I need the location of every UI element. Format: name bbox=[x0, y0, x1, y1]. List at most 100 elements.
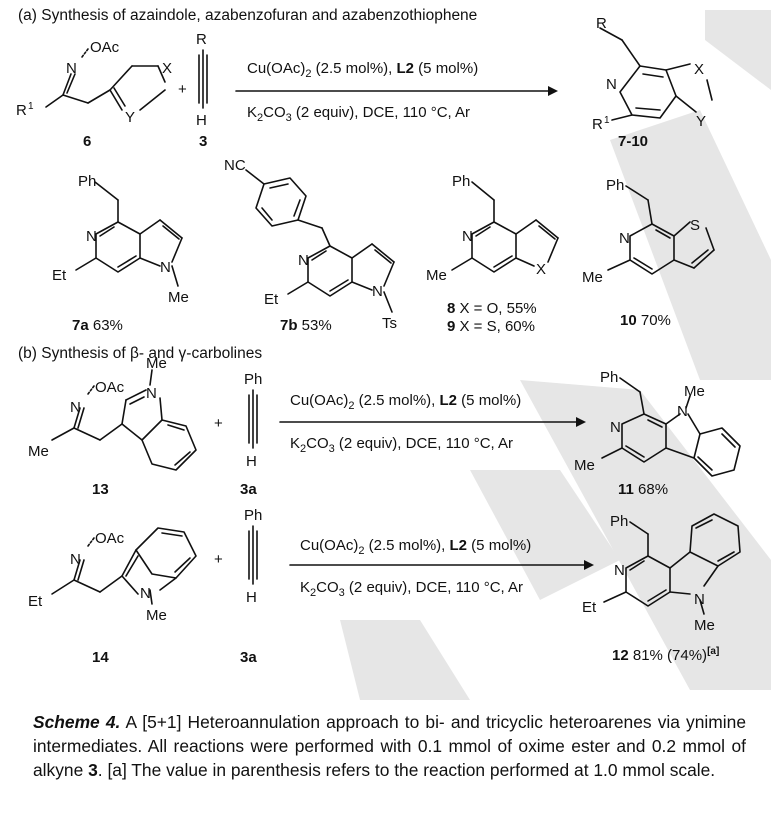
structure-8-9: Ph N X Me bbox=[426, 173, 559, 284]
atom-me: Me bbox=[28, 443, 49, 460]
compound-label-11: 11 68% bbox=[618, 481, 668, 498]
atom-ph: Ph bbox=[600, 369, 618, 386]
caption-note: . [a] The value in parenthesis refers to… bbox=[97, 760, 716, 780]
atom-et: Et bbox=[52, 267, 67, 284]
compound-label-3a: 3a bbox=[240, 649, 257, 666]
atom-n: N bbox=[610, 419, 621, 436]
plus-sign: + bbox=[214, 551, 223, 568]
atom-n: N bbox=[70, 399, 81, 416]
atom-n: N bbox=[619, 230, 630, 247]
scheme-caption: Scheme 4. A [5+1] Heteroannulation appro… bbox=[33, 710, 746, 782]
atom-n: N bbox=[298, 252, 309, 269]
atom-me: Me bbox=[146, 607, 167, 624]
atom-x: X bbox=[536, 261, 546, 278]
atom-me: Me bbox=[582, 269, 603, 286]
atom-x: X bbox=[162, 60, 172, 77]
structure-12: Ph N N Me Et bbox=[582, 513, 741, 634]
atom-n: N bbox=[614, 562, 625, 579]
atom-me: Me bbox=[574, 457, 595, 474]
conditions-catalyst: Cu(OAc)2 (2.5 mol%), L2 (5 mol%) bbox=[300, 537, 531, 557]
compound-label-7b: 7b 53% bbox=[280, 317, 332, 334]
caption-alkyne-ref: 3 bbox=[88, 760, 98, 780]
compound-label-7a: 7a 63% bbox=[72, 317, 123, 334]
reaction-arrow-b1 bbox=[279, 417, 586, 427]
atom-ph: Ph bbox=[610, 513, 628, 530]
plus-sign: + bbox=[178, 81, 187, 98]
watermark bbox=[340, 10, 771, 700]
structure-3: R H bbox=[196, 31, 208, 129]
atom-n: N bbox=[70, 551, 81, 568]
structure-7a: Ph N N Me Et bbox=[52, 173, 189, 306]
atom-h: H bbox=[246, 453, 257, 470]
atom-et: Et bbox=[264, 291, 279, 308]
atom-ph: Ph bbox=[78, 173, 96, 190]
atom-ts: Ts bbox=[382, 315, 397, 332]
structure-3a: Ph H bbox=[244, 371, 262, 470]
conditions-catalyst: Cu(OAc)2 (2.5 mol%), L2 (5 mol%) bbox=[290, 392, 521, 412]
atom-r1: R bbox=[592, 116, 603, 133]
structure-7-10: R N X Y R 1 bbox=[592, 15, 713, 133]
section-b-title: (b) Synthesis of β- and γ-carbolines bbox=[18, 345, 262, 362]
atom-oac: OAc bbox=[90, 39, 120, 56]
atom-r1-superscript: 1 bbox=[28, 101, 34, 112]
atom-h: H bbox=[246, 589, 257, 606]
structure-11: Ph N N Me Me bbox=[574, 369, 741, 477]
atom-et: Et bbox=[28, 593, 43, 610]
atom-me: Me bbox=[426, 267, 447, 284]
structure-7b: NC N N Ts Et bbox=[224, 157, 397, 332]
atom-r: R bbox=[596, 15, 607, 32]
atom-n: N bbox=[66, 60, 77, 77]
conditions-base: K2CO3 (2 equiv), DCE, 110 °C, Ar bbox=[300, 579, 523, 599]
compound-label-10: 10 70% bbox=[620, 312, 671, 329]
compound-label-14: 14 bbox=[92, 649, 109, 666]
atom-n: N bbox=[677, 403, 688, 420]
conditions-base: K2CO3 (2 equiv), DCE, 110 °C, Ar bbox=[290, 435, 513, 455]
atom-y: Y bbox=[696, 113, 706, 130]
atom-oac: OAc bbox=[95, 530, 125, 547]
atom-n: N bbox=[146, 385, 157, 402]
conditions-catalyst: Cu(OAc)2 (2.5 mol%), L2 (5 mol%) bbox=[247, 60, 478, 80]
caption-title: Scheme 4. bbox=[33, 712, 121, 732]
atom-x: X bbox=[694, 61, 704, 78]
structure-14: OAc N Et N Me bbox=[28, 527, 197, 624]
compound-label-12: 12 81% (74%)[a] bbox=[612, 646, 719, 664]
conditions-base: K2CO3 (2 equiv), DCE, 110 °C, Ar bbox=[247, 104, 470, 124]
compound-label-9: 9 X = S, 60% bbox=[447, 318, 535, 335]
atom-n: N bbox=[694, 591, 705, 608]
atom-nc: NC bbox=[224, 157, 246, 174]
caption-text: A [5+1] Heteroannulation approach to bi-… bbox=[33, 712, 746, 780]
atom-h: H bbox=[196, 112, 207, 129]
atom-r1: R bbox=[16, 102, 27, 119]
atom-ph: Ph bbox=[606, 177, 624, 194]
compound-label-8: 8 X = O, 55% bbox=[447, 300, 537, 317]
atom-ph: Ph bbox=[244, 507, 262, 524]
atom-r: R bbox=[196, 31, 207, 48]
atom-n: N bbox=[140, 585, 151, 602]
atom-me: Me bbox=[684, 383, 705, 400]
compound-label-13: 13 bbox=[92, 481, 109, 498]
atom-me: Me bbox=[168, 289, 189, 306]
atom-n: N bbox=[86, 228, 97, 245]
atom-y: Y bbox=[125, 109, 135, 126]
atom-n: N bbox=[372, 283, 383, 300]
atom-me: Me bbox=[694, 617, 715, 634]
compound-label-6: 6 bbox=[83, 133, 91, 150]
reaction-arrow-a bbox=[235, 86, 558, 96]
atom-n: N bbox=[462, 228, 473, 245]
compound-label-7-10: 7-10 bbox=[618, 133, 648, 150]
atom-r1-superscript: 1 bbox=[604, 115, 610, 126]
structure-3a: Ph H bbox=[244, 507, 262, 606]
compound-label-3a: 3a bbox=[240, 481, 257, 498]
atom-s: S bbox=[690, 217, 700, 234]
plus-sign: + bbox=[214, 415, 223, 432]
atom-me: Me bbox=[146, 355, 167, 372]
reaction-arrow-b2 bbox=[289, 560, 594, 570]
atom-ph: Ph bbox=[244, 371, 262, 388]
atom-n: N bbox=[606, 76, 617, 93]
section-a-title: (a) Synthesis of azaindole, azabenzofura… bbox=[18, 7, 477, 24]
atom-oac: OAc bbox=[95, 379, 125, 396]
atom-ph: Ph bbox=[452, 173, 470, 190]
structure-10: Ph N S Me bbox=[582, 177, 715, 286]
